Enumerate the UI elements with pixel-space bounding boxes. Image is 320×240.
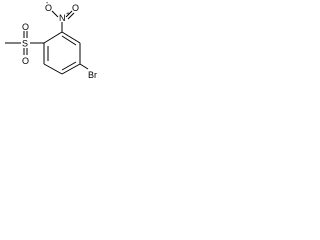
ring-bond-3	[61, 63, 81, 75]
nitro-oxygen-single-charge: -	[46, 0, 49, 7]
nitro-oxygen-double-label: O	[72, 3, 79, 13]
nitro-nitrogen-label: N	[59, 13, 66, 23]
bromine-label: Br	[88, 70, 97, 80]
sulfonyl-oxygen-top-label: O	[22, 22, 29, 32]
ring-double-bond-inner-2	[61, 61, 77, 71]
nitro-group: N + O O -	[45, 0, 79, 32]
nitro-nitrogen-charge: +	[66, 11, 70, 18]
nitrogen-oxygen-single-bond	[51, 10, 59, 18]
ring-to-bromine-bond	[79, 63, 89, 70]
nitrogen-oxygen-double-bond-b	[67, 12, 75, 20]
nitro-oxygen-single-label: O	[45, 3, 52, 13]
benzene-ring	[43, 31, 81, 75]
nitrogen-oxygen-double-bond-a	[65, 10, 73, 18]
bromo-substituent: Br	[79, 63, 97, 80]
chemical-structure-diagram: S O O N + O O - Br	[5, 0, 97, 80]
ring-double-bond-inner-3	[61, 35, 77, 46]
methylsulfonyl-group: S O O	[5, 22, 44, 66]
ring-bond-6	[43, 31, 63, 44]
ring-bond-5	[61, 31, 81, 44]
ring-bond-2	[43, 63, 63, 75]
sulfonyl-oxygen-bottom-label: O	[22, 56, 29, 66]
sulfur-label: S	[22, 39, 28, 49]
